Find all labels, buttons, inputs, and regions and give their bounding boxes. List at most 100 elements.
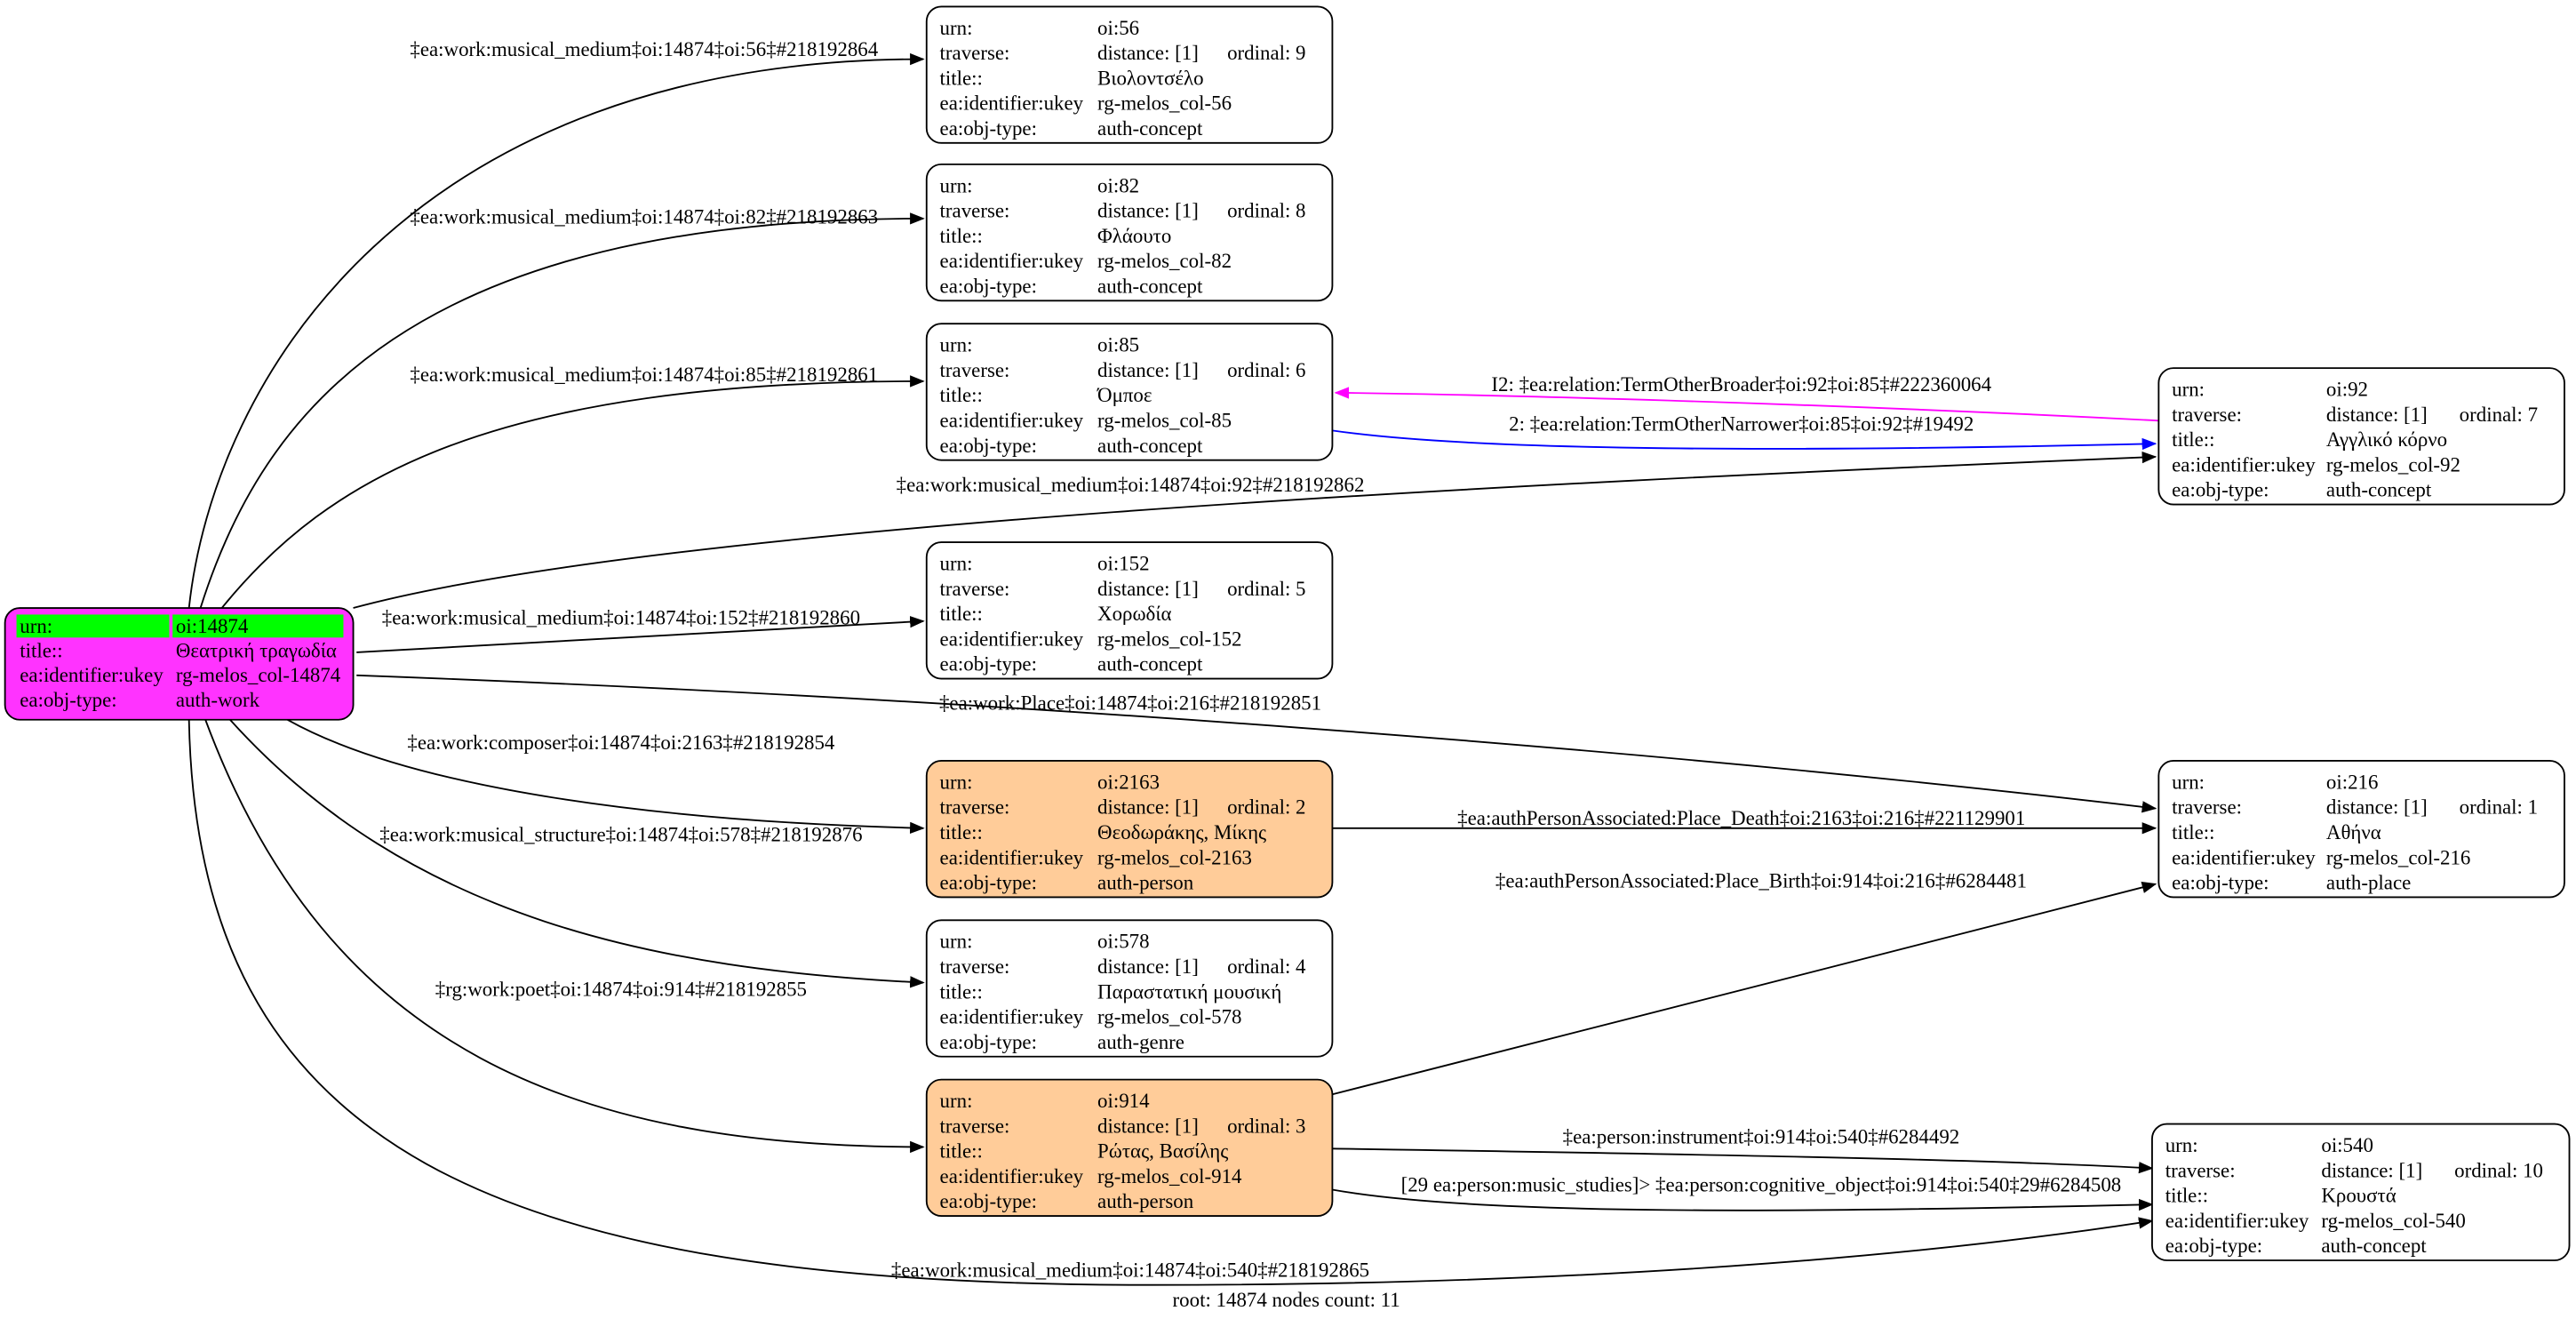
node-key: ea:identifier:ukey [2172, 846, 2316, 868]
node-key: urn: [2172, 379, 2205, 401]
node-value: distance: [1] [1097, 200, 1199, 222]
node-value: oi:216 [2326, 771, 2379, 793]
node-key: title:: [940, 603, 983, 625]
node-value: rg-melos_col-85 [1097, 409, 1232, 431]
node-box [925, 919, 1334, 1058]
node-key: title:: [2165, 1185, 2208, 1207]
node-key: title:: [940, 821, 983, 843]
node-value: Χορωδία [1097, 603, 1171, 625]
edge-914-216 [1332, 881, 2157, 1096]
edge-label: ‡ea:work:musical_medium‡oi:14874‡oi:82‡#… [410, 205, 878, 228]
node-value: auth-genre [1097, 1031, 1184, 1053]
node-value: auth-person [1097, 872, 1194, 894]
node-key: ea:identifier:ukey [940, 250, 1084, 272]
node-key: title:: [2172, 428, 2214, 451]
node-key: traverse: [940, 359, 1010, 381]
node-ordinal: ordinal: 3 [1227, 1115, 1305, 1137]
edge-root-92 [353, 451, 2157, 609]
edge-label: [29 ea:person:music_studies]> ‡ea:person… [1401, 1173, 2122, 1195]
node-value: auth-concept [2321, 1235, 2427, 1257]
node-box [2157, 367, 2565, 506]
node-key: ea:identifier:ukey [2172, 453, 2316, 476]
node-value: rg-melos_col-56 [1097, 92, 1232, 115]
edge-label: ‡ea:work:Place‡oi:14874‡oi:216‡#21819285… [939, 692, 1321, 715]
node-value: oi:2163 [1097, 771, 1160, 793]
node-value: oi:85 [1097, 334, 1139, 356]
node-ordinal: ordinal: 1 [2460, 796, 2538, 819]
edge-label: ‡ea:work:musical_medium‡oi:14874‡oi:152‡… [382, 607, 860, 629]
edge-root-152 [356, 616, 925, 653]
root-node[interactable]: urn: oi:14874 title:: Θεατρική τραγωδία … [4, 607, 355, 721]
node-value: Θεοδωράκης, Μίκης [1097, 821, 1266, 843]
node-key: traverse: [940, 200, 1010, 222]
node-value: oi:540 [2321, 1134, 2373, 1156]
node-key: urn: [940, 1090, 973, 1112]
node-value: oi:56 [1097, 17, 1139, 39]
node-ordinal: ordinal: 4 [1227, 955, 1306, 978]
node-value: auth-concept [1097, 435, 1203, 457]
node-key: urn: [940, 553, 973, 575]
node-key: traverse: [2172, 404, 2242, 426]
edge-root-216 [356, 674, 2157, 813]
node-value: oi:578 [1097, 931, 1150, 953]
node-ordinal: ordinal: 9 [1227, 42, 1305, 64]
edge-root-914 [204, 719, 925, 1154]
node-value: oi:152 [1097, 553, 1150, 575]
node-value: Κρουστά [2321, 1185, 2396, 1207]
edge-914-540-instrument [1332, 1147, 2154, 1174]
node-key: ea:obj-type: [940, 653, 1037, 675]
node-ordinal: ordinal: 6 [1227, 359, 1305, 381]
node-value: distance: [1] [2321, 1159, 2422, 1181]
edge-label: ‡ea:work:musical_medium‡oi:14874‡oi:85‡#… [410, 364, 878, 386]
edge-label: I2: ‡ea:relation:TermOtherBroader‡oi:92‡… [1491, 373, 1991, 396]
node-key: ea:identifier:ukey [940, 409, 1084, 431]
node-key: ea:obj-type: [2165, 1235, 2262, 1257]
root-key: ea:identifier:ukey [20, 664, 163, 686]
node-key: ea:obj-type: [2172, 872, 2269, 894]
node-value: auth-person [1097, 1190, 1194, 1212]
node-ordinal: ordinal: 2 [1227, 796, 1305, 819]
root-value: rg-melos_col-14874 [176, 664, 341, 686]
node-box [925, 163, 1334, 302]
node-key: ea:identifier:ukey [2165, 1210, 2309, 1232]
node-value: Όμποε [1097, 384, 1152, 406]
edge-root-2163 [287, 718, 925, 835]
edge-label: ‡ea:work:composer‡oi:14874‡oi:2163‡#2181… [407, 731, 835, 754]
edge-label: ‡ea:work:musical_medium‡oi:14874‡oi:540‡… [891, 1259, 1369, 1281]
root-key: title:: [20, 640, 62, 662]
node-value: auth-concept [1097, 117, 1203, 140]
node-value: rg-melos_col-92 [2326, 453, 2460, 476]
node-key: urn: [2172, 771, 2205, 793]
edge-root-82 [199, 212, 925, 609]
node-value: oi:92 [2326, 379, 2368, 401]
node-key: traverse: [940, 1115, 1010, 1137]
node-key: ea:identifier:ukey [940, 846, 1084, 868]
node-value: rg-melos_col-578 [1097, 1006, 1241, 1028]
edge-92-85-broader [1334, 387, 2159, 422]
node-value: rg-melos_col-540 [2321, 1210, 2465, 1232]
node-value: Ρώτας, Βασίλης [1097, 1140, 1228, 1163]
node-key: ea:obj-type: [940, 1031, 1037, 1053]
edge-root-85 [220, 375, 925, 609]
node-value: rg-melos_col-2163 [1097, 846, 1252, 868]
edge-label: ‡ea:work:musical_medium‡oi:14874‡oi:92‡#… [897, 474, 1365, 496]
node-ordinal: ordinal: 5 [1227, 578, 1305, 600]
node-key: traverse: [940, 796, 1010, 819]
node-key: urn: [940, 931, 973, 953]
node-key: urn: [940, 174, 973, 196]
edge-label: ‡ea:work:musical_medium‡oi:14874‡oi:56‡#… [410, 38, 878, 60]
node-value: Αθήνα [2326, 821, 2381, 843]
edge-label: ‡ea:work:musical_structure‡oi:14874‡oi:5… [379, 824, 862, 846]
node-ordinal: ordinal: 8 [1227, 200, 1305, 222]
